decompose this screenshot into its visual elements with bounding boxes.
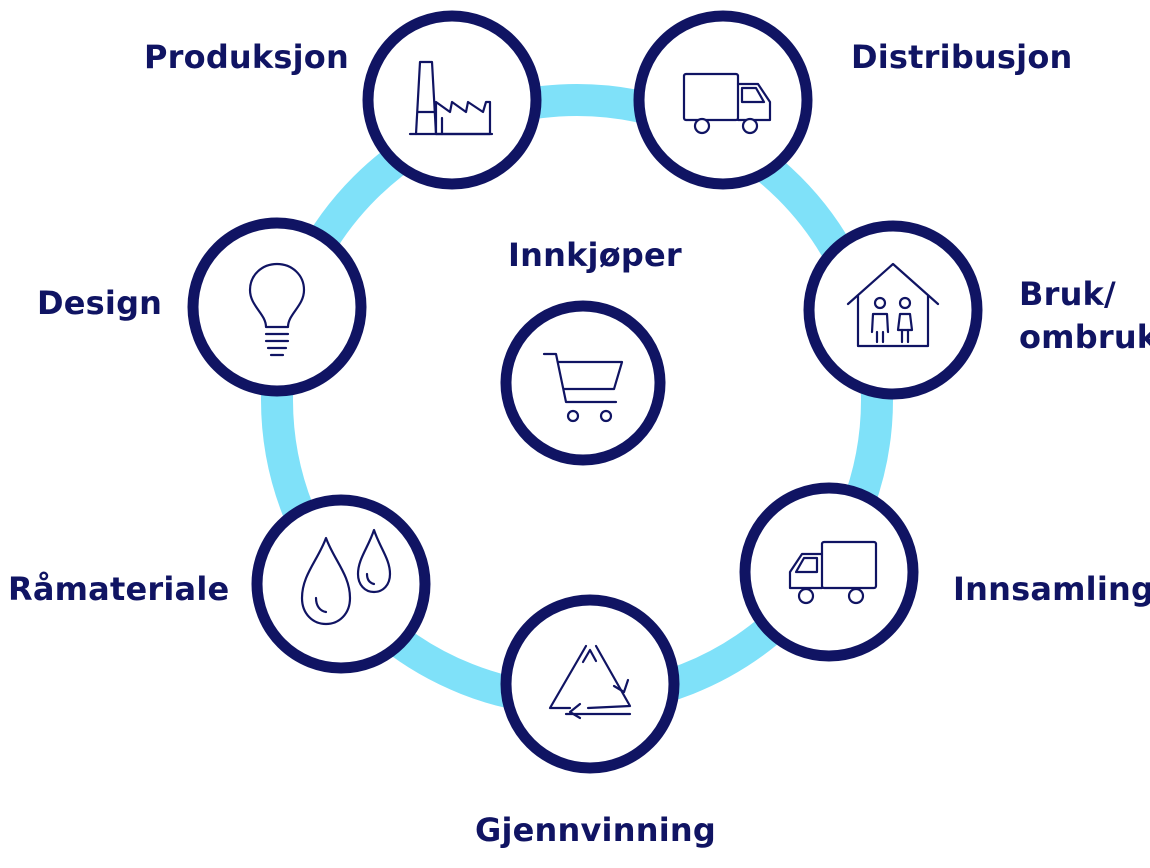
collection-truck-icon [788, 540, 878, 605]
node-distribusjon [633, 10, 813, 190]
node-innsamling [739, 482, 919, 662]
label-innkjoper: Innkjøper [508, 236, 682, 274]
node-innkjoper [500, 300, 666, 466]
label-distribusjon: Distribusjon [851, 38, 1073, 76]
droplets-icon [300, 528, 392, 626]
node-gjennvinning [500, 594, 680, 774]
label-ramateriale: Råmateriale [8, 570, 230, 608]
label-innsamling: Innsamling [953, 570, 1150, 608]
node-ramateriale [251, 494, 431, 674]
shopping-cart-icon [542, 352, 624, 423]
label-ombruk: ombruk [1019, 318, 1150, 356]
factory-icon [408, 60, 494, 136]
label-gjennvinning: Gjennvinning [475, 811, 716, 849]
delivery-truck-icon [682, 72, 772, 135]
node-produksjon [362, 10, 542, 190]
label-produksjon: Produksjon [144, 38, 349, 76]
node-bruk-ombruk [803, 220, 983, 400]
label-bruk: Bruk/ [1019, 275, 1116, 313]
label-design: Design [37, 284, 163, 322]
house-with-people-icon [846, 262, 940, 348]
node-design [187, 217, 367, 397]
lightbulb-icon [248, 262, 306, 357]
recycle-icon [548, 644, 632, 720]
